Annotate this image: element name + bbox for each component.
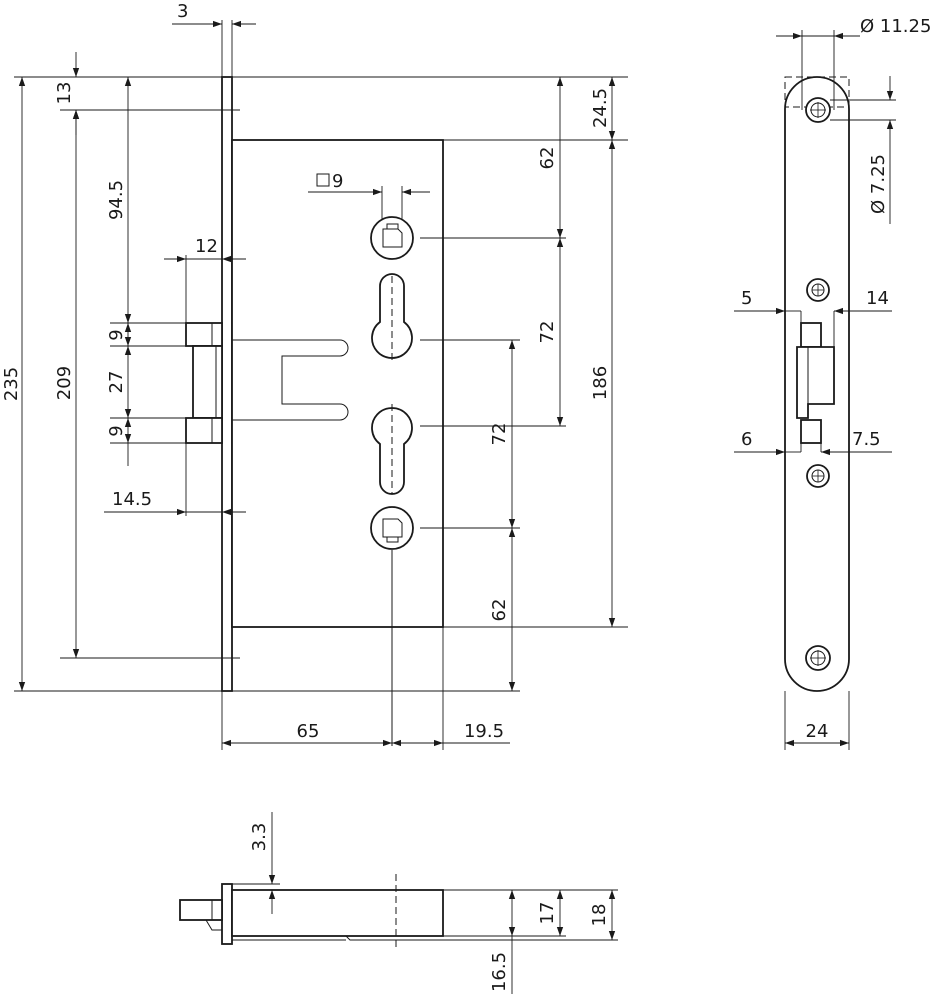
dim-spindle-to-bottom: 62 — [489, 599, 510, 622]
dim-hole-diameter-small: Ø 7.25 — [868, 154, 889, 214]
strike-view: Ø 11.25 Ø 7.25 5 14 6 7.5 24 — [734, 16, 931, 750]
dim-cylinder-to-spindle: 72 — [489, 423, 510, 446]
dim-backset: 65 — [297, 721, 320, 742]
dim-offset-upper-left: 5 — [741, 288, 752, 309]
dim-case-height: 186 — [590, 366, 611, 400]
dim-bolt-height: 9 — [106, 425, 127, 436]
screw-hole-bottom — [805, 645, 831, 671]
dim-top-to-latch: 94.5 — [106, 180, 127, 220]
strike-bolt-opening — [800, 419, 822, 444]
lock-case — [231, 139, 444, 628]
bottom-forend — [221, 883, 233, 945]
dim-bottom-faceplate-thickness: 3.3 — [249, 823, 270, 852]
front-view: 3 235 13 209 94.5 9 27 9 — [1, 1, 628, 750]
dim-screw-spacing: 209 — [54, 366, 75, 400]
screw-hole-lower — [806, 464, 830, 488]
dim-case-thickness-inner: 17 — [537, 902, 558, 925]
bolt-body — [192, 345, 223, 419]
dim-case-depth-remaining: 19.5 — [464, 721, 504, 742]
dim-hole-diameter-large: Ø 11.25 — [860, 16, 931, 37]
latch-bolt — [185, 322, 223, 347]
dead-bolt — [185, 417, 223, 444]
strike-latch-opening — [800, 322, 822, 348]
dim-spindle-to-cylinder: 72 — [537, 321, 558, 344]
upper-spindle-hub — [370, 216, 414, 260]
dim-forend-offset: 16.5 — [489, 952, 510, 992]
dim-strike-width: 24 — [806, 721, 829, 742]
screw-hole-top — [805, 97, 831, 123]
dim-case-thickness-outer: 18 — [589, 904, 610, 927]
lower-spindle-hub — [370, 506, 414, 550]
dim-spindle-square: 9 — [332, 171, 343, 192]
dim-offset-lower-right: 7.5 — [852, 429, 881, 450]
dim-case-top-offset: 24.5 — [590, 88, 611, 128]
dim-offset-lower-left: 6 — [741, 429, 752, 450]
dim-faceplate-thickness: 3 — [177, 1, 188, 22]
bolt-slide — [232, 339, 349, 421]
faceplate — [221, 76, 233, 692]
dim-height-total: 235 — [1, 367, 22, 401]
square-symbol — [316, 173, 330, 187]
dim-top-offset: 13 — [54, 82, 75, 105]
dim-latch-projection: 12 — [195, 236, 218, 257]
bottom-case — [231, 889, 444, 937]
dim-bolt-projection: 14.5 — [112, 489, 152, 510]
bottom-view: 3.3 17 18 16.5 — [179, 812, 618, 994]
dim-latch-height: 9 — [106, 329, 127, 340]
bottom-latch — [179, 899, 223, 921]
dim-latch-gap: 27 — [106, 371, 127, 394]
screw-hole-upper — [806, 278, 830, 302]
dim-offset-upper-right: 14 — [866, 288, 889, 309]
dim-spindle-from-top: 62 — [537, 147, 558, 170]
